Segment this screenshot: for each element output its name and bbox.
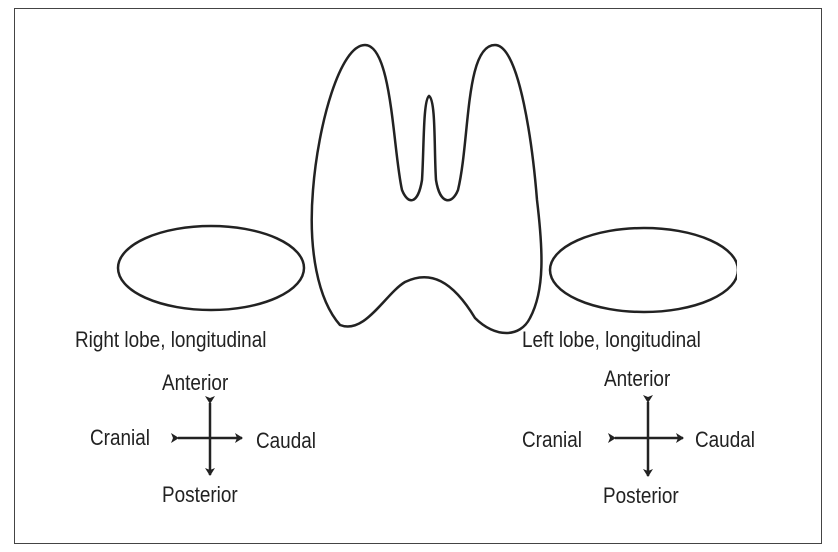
right-anterior-label: Anterior bbox=[162, 370, 228, 396]
right-caudal-label: Caudal bbox=[256, 428, 316, 454]
left-anterior-label: Anterior bbox=[604, 366, 670, 392]
left-posterior-label: Posterior bbox=[603, 483, 679, 509]
right-cranial-label: Cranial bbox=[90, 425, 150, 451]
left-lobe-title: Left lobe, longitudinal bbox=[522, 327, 701, 353]
right-lobe-title: Right lobe, longitudinal bbox=[75, 327, 266, 353]
left-caudal-label: Caudal bbox=[695, 427, 755, 453]
thyroid-outline bbox=[312, 45, 542, 333]
left-lobe-ellipse bbox=[550, 228, 738, 312]
right-orientation-cross bbox=[178, 403, 242, 475]
left-orientation-cross bbox=[615, 402, 683, 476]
right-posterior-label: Posterior bbox=[162, 482, 238, 508]
left-cranial-label: Cranial bbox=[522, 427, 582, 453]
right-lobe-ellipse bbox=[118, 226, 304, 310]
